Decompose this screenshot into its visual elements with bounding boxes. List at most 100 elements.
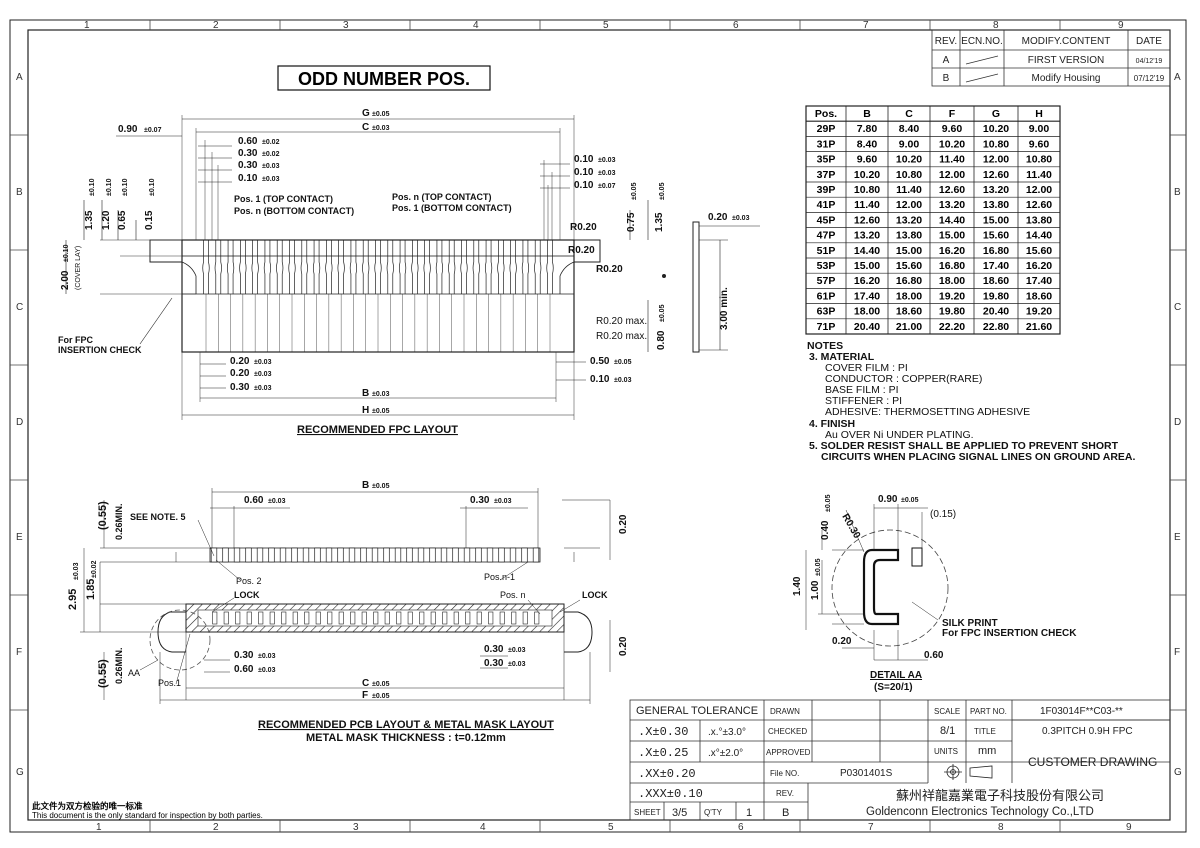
- pcb-dim-185-tol: ±0.02: [91, 560, 98, 578]
- dim-table-cell: 8.40: [857, 138, 878, 150]
- pcb-posn1: Pos.n-1: [484, 572, 515, 582]
- zone-top-5: 5: [603, 20, 609, 31]
- rev-header-date: DATE: [1136, 36, 1162, 47]
- fpc-dim-200-tol: ±0.10: [63, 244, 70, 262]
- fpc-dim-r010a-tol: ±0.03: [598, 157, 616, 164]
- zone-left-D: D: [16, 417, 23, 428]
- dim-table-cell: 13.20: [939, 199, 965, 211]
- zone-bottom-7: 7: [868, 822, 874, 833]
- pcb-dim-b-tol: ±0.05: [372, 483, 390, 490]
- fpc-dim-b: B: [362, 388, 369, 399]
- zone-top-8: 8: [993, 20, 999, 31]
- dim-table-cell: 21.60: [1026, 321, 1052, 333]
- dim-table-cell: 15.00: [939, 230, 965, 242]
- pcb-dim-026-bottom: 0.26MIN.: [114, 647, 124, 684]
- detail-dim-015: (0.15): [930, 509, 956, 520]
- dim-table-cell: 12.00: [939, 169, 965, 181]
- pcb-pad-top: [302, 547, 310, 563]
- tb-tol-4: .XXX±0.10: [638, 787, 703, 801]
- zone-bottom-9: 9: [1126, 822, 1132, 833]
- pcb-pad-top: [463, 547, 471, 563]
- pcb-pad-top: [348, 547, 356, 563]
- tb-tol-1: .X±0.30: [638, 725, 688, 739]
- dim-table-cell: 20.40: [983, 306, 1009, 318]
- zone-bottom-2: 2: [213, 822, 219, 833]
- tb-title-val: 0.3PITCH 0.9H FPC: [1042, 726, 1133, 737]
- tb-title: TITLE: [974, 727, 996, 736]
- tb-part-val: 1F03014F**C03-**: [1040, 706, 1123, 717]
- footer-cn: 此文件为双方检验的唯一标准: [32, 801, 143, 811]
- fpc-dim-r010b: 0.10: [574, 167, 594, 178]
- dim-table-cell: 11.40: [896, 184, 922, 196]
- pcb-pad-bottom: [476, 611, 482, 625]
- notes-block: NOTES 3. MATERIAL COVER FILM : PI CONDUC…: [807, 340, 1136, 463]
- tb-drawn: DRAWN: [770, 707, 800, 716]
- zone-right-B: B: [1174, 187, 1181, 198]
- fpc-dim-g-tol: ±0.05: [372, 111, 390, 118]
- fpc-dim-b050: 0.50: [590, 356, 610, 367]
- pcb-pad-bottom: [350, 611, 356, 625]
- fpc-pos1-top: Pos. 1 (TOP CONTACT): [234, 194, 333, 204]
- dim-table-cell: 71P: [817, 321, 836, 333]
- dim-table-cell: 15.00: [896, 245, 922, 257]
- fpc-contact-finger: [312, 240, 321, 294]
- dim-table-cell: 29P: [817, 123, 836, 135]
- fpc-dim-b030: 0.30: [230, 382, 250, 393]
- fpc-contact-finger: [276, 240, 284, 294]
- fpc-dim-030b-tol: ±0.03: [262, 163, 280, 170]
- title-block-text: GENERAL TOLERANCE .X±0.30 .X±0.25 .XX±0.…: [634, 705, 1157, 819]
- zone-left-A: A: [16, 72, 23, 83]
- dim-table-cell: 9.60: [1029, 138, 1050, 150]
- dim-table-cell: 16.20: [1026, 260, 1052, 272]
- tb-scale-val: 8/1: [940, 725, 955, 737]
- pcb-dim-b030a: 0.30: [234, 650, 254, 661]
- fpc-dim-b-tol: ±0.03: [372, 391, 390, 398]
- pcb-layout-drawing: [80, 488, 611, 704]
- pcb-pad-top: [222, 547, 229, 563]
- dim-table-cell: 17.40: [983, 260, 1009, 272]
- pcb-dim-185: 1.85: [85, 579, 97, 600]
- notes-line-9: 5. SOLDER RESIST SHALL BE APPLIED TO PRE…: [809, 440, 1119, 452]
- dim-table-header: G: [992, 108, 1000, 120]
- pcb-pad-bottom: [419, 611, 425, 625]
- pcb-layout-labels: B ±0.05 0.60 ±0.03 0.30 ±0.03 SEE NOTE. …: [67, 480, 629, 744]
- notes-line-10: CIRCUITS WHEN PLACING SIGNAL LINES ON GR…: [821, 451, 1136, 463]
- rev-row-a-content: FIRST VERSION: [1028, 55, 1105, 66]
- pcb-pad-top: [521, 547, 528, 563]
- fpc-r020-b: R0.20: [568, 245, 595, 256]
- pcb-pad-bottom: [281, 611, 287, 625]
- dim-table-cell: 14.40: [854, 245, 880, 257]
- fpc-dim-r010c-tol: ±0.07: [598, 183, 616, 190]
- tb-checked: CHECKED: [768, 727, 807, 736]
- fpc-caption: RECOMMENDED FPC LAYOUT: [297, 424, 458, 436]
- dim-table-cell: 17.40: [854, 290, 880, 302]
- dim-table-cell: 11.40: [854, 199, 880, 211]
- dim-table-cell: 12.00: [1026, 184, 1052, 196]
- tb-company-cn: 蘇州祥龍嘉業電子科技股份有限公司: [896, 788, 1104, 803]
- tb-qty-val: 1: [746, 807, 752, 819]
- pcb-pad-top: [475, 547, 482, 563]
- pcb-caption-1: RECOMMENDED PCB LAYOUT & METAL MASK LAYO…: [258, 719, 554, 731]
- tb-rev2-val: B: [782, 807, 789, 819]
- fpc-cover-lay: (COVER LAY): [75, 246, 82, 290]
- fpc-contact-finger: [546, 240, 554, 294]
- zone-labels: 1 2 3 4 5 6 7 8 9 1 2 3 4 5 6 7 8 9 A B …: [16, 20, 1182, 833]
- fpc-r020-max1: R0.20 max.: [596, 316, 647, 327]
- fpc-dim-b050-tol: ±0.05: [614, 359, 632, 366]
- fpc-side-300: 3.00 min.: [719, 287, 730, 330]
- dim-table-cell: 41P: [817, 199, 836, 211]
- zone-left-C: C: [16, 302, 23, 313]
- fpc-dim-g: G: [362, 108, 370, 119]
- tb-ang-2: .x°±2.0°: [708, 748, 743, 759]
- dim-table-cell: 12.00: [983, 154, 1009, 166]
- pcb-pad-bottom: [465, 611, 471, 625]
- rev-header-content: MODIFY.CONTENT: [1022, 36, 1111, 47]
- fpc-contact-finger: [263, 240, 272, 294]
- fpc-dim-b010: 0.10: [590, 374, 610, 385]
- fpc-dim-090-tol: ±0.07: [144, 127, 162, 134]
- pcb-pad-bottom: [522, 611, 528, 625]
- tb-tol-3: .XX±0.20: [638, 767, 696, 781]
- dim-table-cell: 9.60: [857, 154, 878, 166]
- pcb-dim-b060: 0.60: [234, 664, 254, 675]
